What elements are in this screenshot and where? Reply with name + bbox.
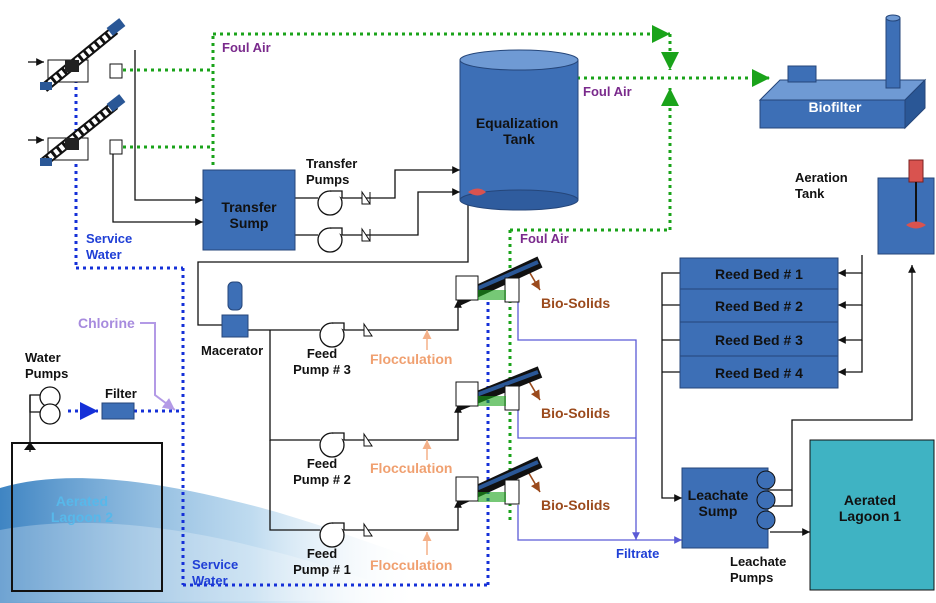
- check-valves-feed: [363, 322, 373, 537]
- reed-beds: [679, 257, 839, 389]
- filtrate-label: Filtrate: [616, 546, 659, 561]
- aerated-lagoon-2: [11, 442, 163, 592]
- flocculation-label-3: Flocculation: [370, 557, 452, 573]
- check-valve-2: [361, 227, 371, 242]
- aerated-lagoon-1: [809, 439, 935, 591]
- equalization-tank: [459, 49, 579, 211]
- bio-solids-label-3: Bio-Solids: [541, 497, 610, 513]
- feed-pump-3: [319, 322, 345, 348]
- chlorine-line: [140, 322, 176, 411]
- feed-pump-1: [319, 522, 345, 548]
- bio-solids-label-1: Bio-Solids: [541, 295, 610, 311]
- biofilter-label: Biofilter: [809, 99, 862, 115]
- filter: [101, 402, 135, 420]
- process-pipes: [29, 50, 916, 536]
- biofilter: [758, 14, 927, 130]
- screw-screen-1: [28, 18, 126, 92]
- belt-press-1: [455, 256, 543, 306]
- service-water-lines: [68, 80, 490, 587]
- macerator: [221, 281, 249, 338]
- filtrate-lines: [517, 302, 682, 544]
- leachate-sump: [681, 467, 776, 549]
- reed-bed-1-label: Reed Bed # 1: [715, 266, 803, 282]
- check-valve-1: [361, 190, 371, 205]
- foul-air-label-3: Foul Air: [520, 231, 569, 246]
- aerator-icon: [906, 221, 926, 229]
- flocculation-label-1: Flocculation: [370, 351, 452, 367]
- flocculation-label-2: Flocculation: [370, 460, 452, 476]
- bio-solids-label-2: Bio-Solids: [541, 405, 610, 421]
- transfer-pump-1: [317, 190, 343, 216]
- belt-press-2: [455, 366, 543, 411]
- foul-air-lines: [123, 25, 770, 520]
- feed-pump-2: [319, 432, 345, 458]
- chlorine-label: Chlorine: [78, 315, 135, 331]
- water-pumps: [39, 386, 61, 425]
- reed-bed-4-label: Reed Bed # 4: [715, 365, 803, 381]
- screw-screen-2: [28, 94, 126, 166]
- reed-bed-3-label: Reed Bed # 3: [715, 332, 803, 348]
- background-wave: [0, 478, 430, 603]
- belt-press-3: [455, 456, 543, 506]
- macerator-label: Macerator: [201, 343, 263, 358]
- mixer-icon: [468, 188, 486, 196]
- aeration-tank: [877, 159, 935, 255]
- filter-label: Filter: [105, 386, 137, 401]
- transfer-sump: [202, 169, 296, 251]
- equalization-tank-label: Equalization Tank: [476, 115, 562, 147]
- transfer-pump-2: [317, 227, 343, 253]
- foul-air-label-2: Foul Air: [583, 84, 632, 99]
- foul-air-label-1: Foul Air: [222, 40, 271, 55]
- reed-bed-2-label: Reed Bed # 2: [715, 298, 803, 314]
